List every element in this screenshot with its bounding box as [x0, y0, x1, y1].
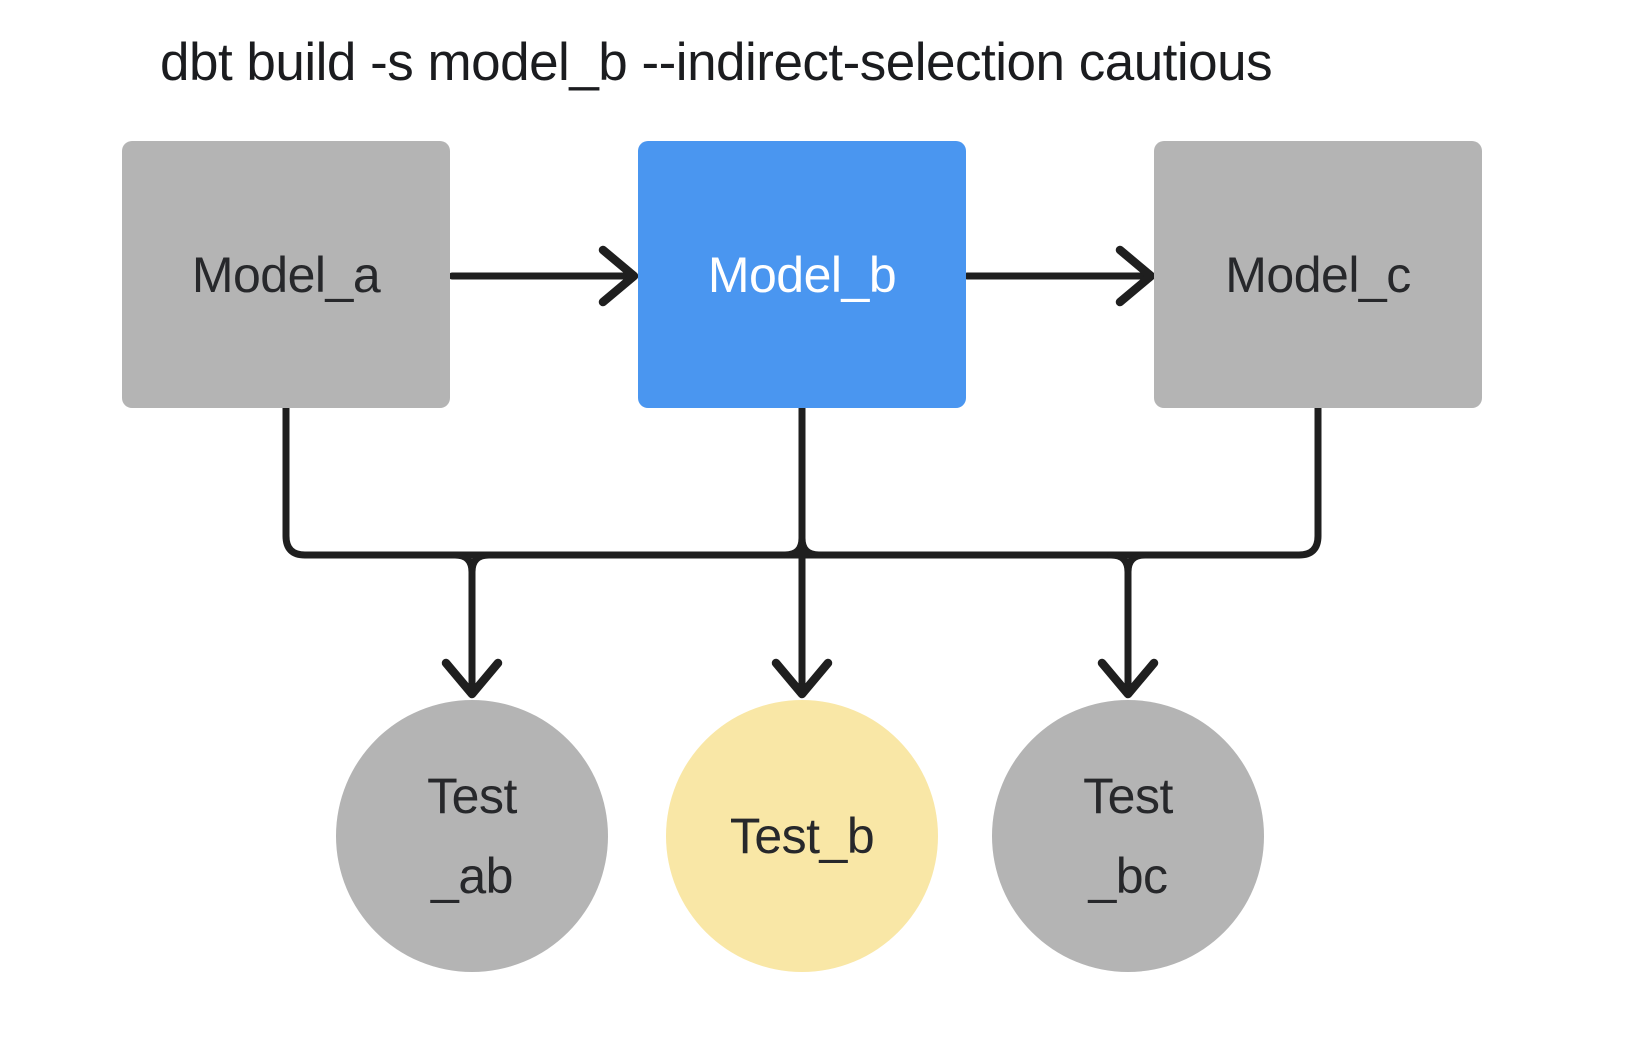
- node-test-b-label: Test_b: [729, 808, 875, 864]
- node-test-ab: Test _ab: [336, 700, 608, 972]
- edge-bus-to-test-bc: [1107, 551, 1149, 693]
- node-model-b-selected: Model_b: [638, 141, 966, 408]
- node-test-bc-label-line2: _bc: [1088, 848, 1168, 904]
- arrowhead-model-b-icon: [598, 245, 639, 307]
- edge-bus-to-test-ab: [451, 551, 493, 693]
- node-test-bc: Test _bc: [992, 700, 1264, 972]
- node-model-b-label: Model_b: [707, 246, 897, 303]
- arrowhead-test-ab-icon: [441, 658, 503, 699]
- arrowhead-model-c-icon: [1115, 245, 1156, 307]
- node-model-c-label: Model_c: [1225, 246, 1411, 303]
- edge-model-b-to-test-b: [781, 404, 823, 693]
- node-test-ab-label-line1: Test: [427, 768, 517, 824]
- node-test-b-selected: Test_b: [666, 700, 938, 972]
- node-model-a-label: Model_a: [191, 246, 381, 303]
- node-model-c: Model_c: [1154, 141, 1482, 408]
- arrowhead-test-bc-icon: [1097, 658, 1159, 699]
- arrowhead-test-b-icon: [771, 658, 833, 699]
- diagram-title: dbt build -s model_b --indirect-selectio…: [160, 33, 1273, 92]
- node-test-bc-label-line1: Test: [1083, 768, 1173, 824]
- node-model-a: Model_a: [122, 141, 450, 408]
- node-test-ab-label-line2: _ab: [431, 848, 513, 904]
